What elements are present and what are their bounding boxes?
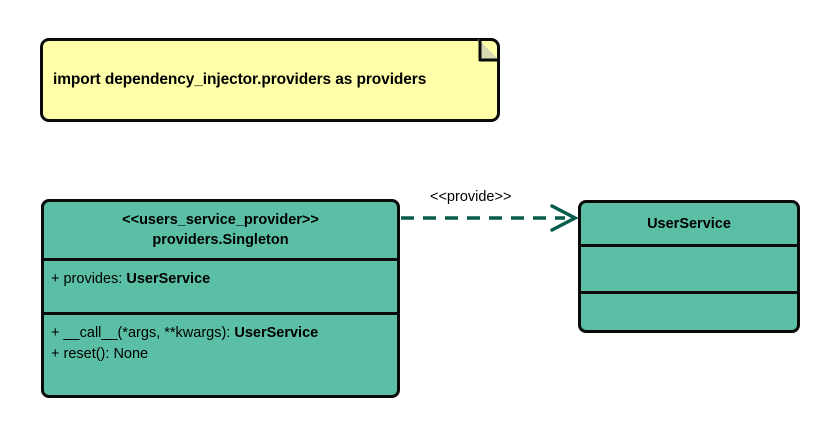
class-title-compartment-provider: <<users_service_provider>> providers.Sin… bbox=[44, 202, 397, 258]
method-call: + __call__(*args, **kwargs): UserService bbox=[51, 323, 390, 344]
method-reset: + reset(): None bbox=[51, 344, 390, 365]
class-methods-compartment-service bbox=[581, 291, 797, 330]
class-name-service: UserService bbox=[647, 215, 731, 232]
class-title-compartment-service: UserService bbox=[581, 203, 797, 244]
class-stereotype-provider: <<users_service_provider>> bbox=[122, 212, 319, 228]
class-attributes-compartment-provider: + provides: UserService bbox=[44, 258, 397, 312]
open-arrowhead-icon bbox=[550, 204, 579, 232]
class-attributes-compartment-service bbox=[581, 244, 797, 291]
provide-dependency-arrow[interactable] bbox=[395, 185, 590, 245]
connector-label-provide: <<provide>> bbox=[430, 189, 512, 205]
class-box-user-service[interactable]: UserService bbox=[578, 200, 800, 333]
attribute-provides-prefix: + provides: bbox=[51, 271, 127, 287]
class-methods-compartment-provider: + __call__(*args, **kwargs): UserService… bbox=[44, 312, 397, 395]
method-reset-prefix: + reset(): None bbox=[51, 346, 149, 362]
import-note-text: import dependency_injector.providers as … bbox=[53, 71, 427, 88]
method-call-prefix: + __call__(*args, **kwargs): bbox=[51, 325, 235, 341]
method-call-return-type: UserService bbox=[234, 325, 319, 341]
folded-corner-icon bbox=[478, 39, 500, 62]
class-box-users-service-provider[interactable]: <<users_service_provider>> providers.Sin… bbox=[41, 199, 400, 398]
attribute-provides-type: UserService bbox=[126, 271, 211, 287]
import-note[interactable]: import dependency_injector.providers as … bbox=[40, 38, 500, 122]
class-name-provider: providers.Singleton bbox=[152, 232, 289, 248]
attribute-provides: + provides: UserService bbox=[51, 269, 390, 290]
